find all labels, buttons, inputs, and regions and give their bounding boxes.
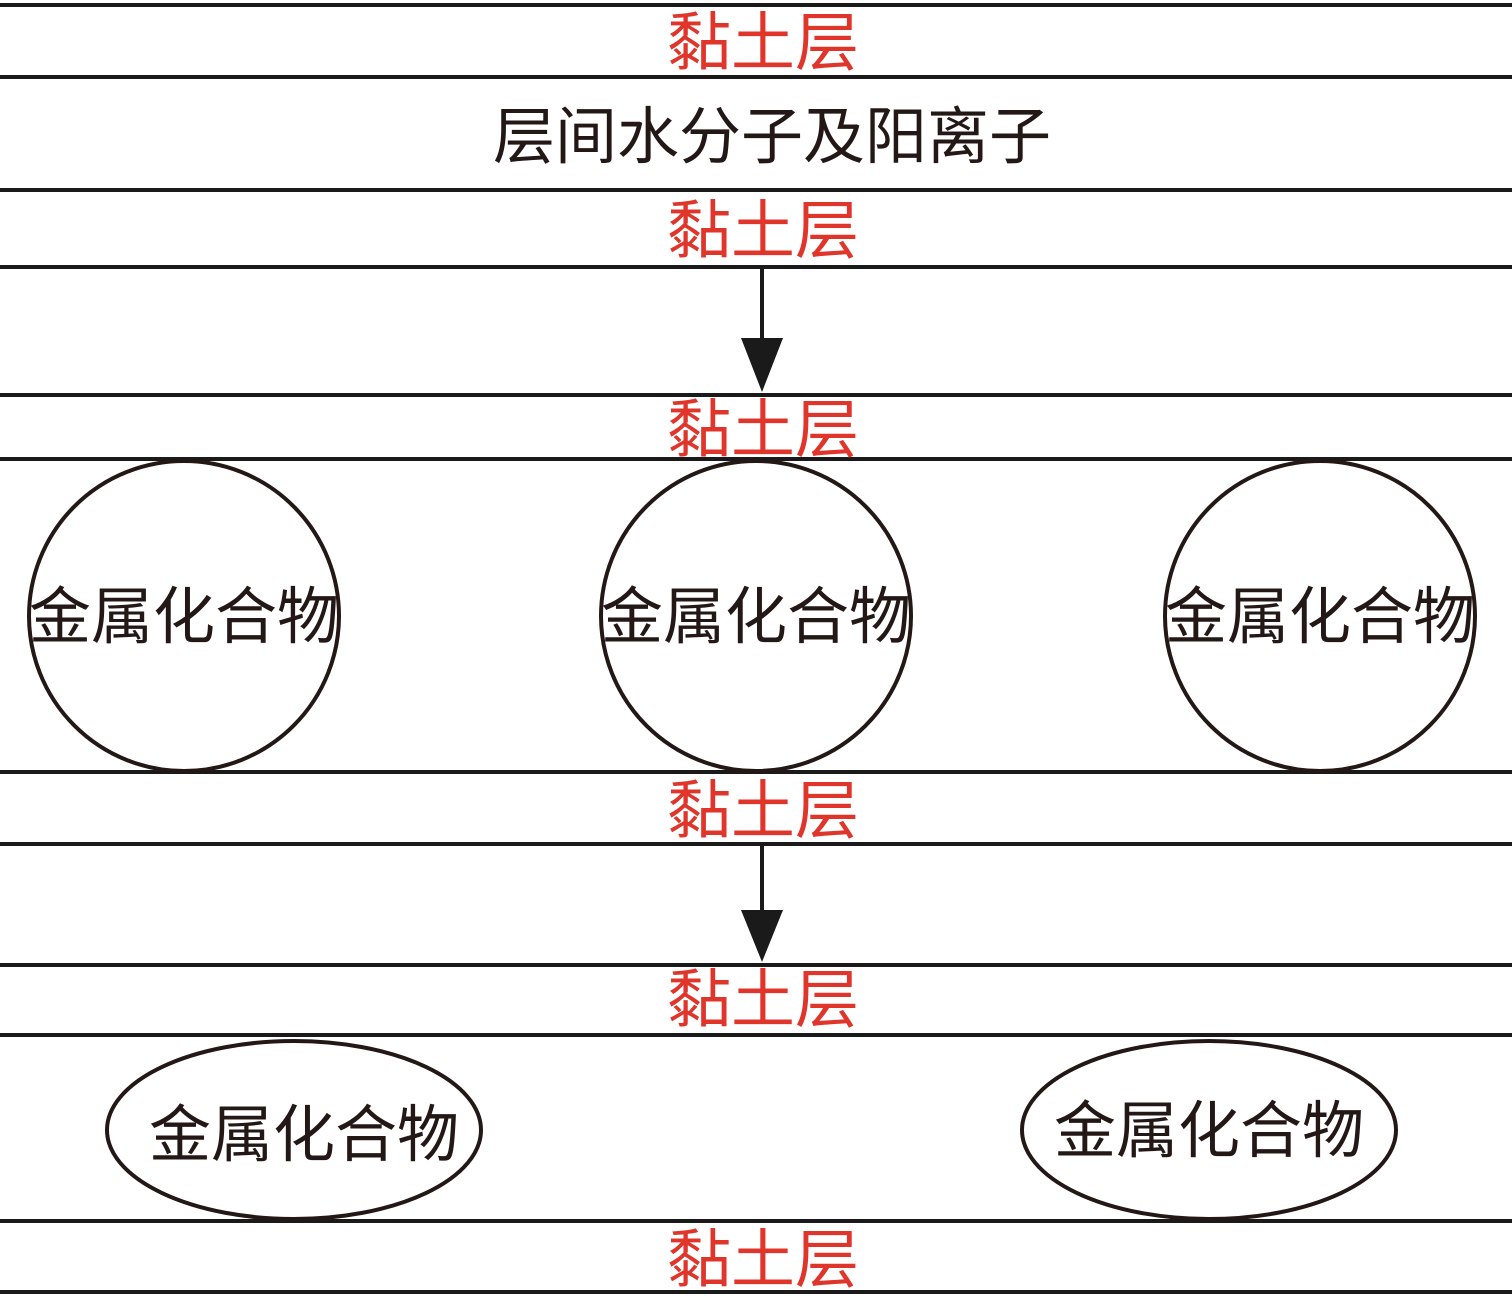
arrow-down-icon bbox=[741, 338, 783, 392]
metal-compound-circle bbox=[27, 459, 341, 773]
metal-compound-ellipse bbox=[1020, 1039, 1398, 1221]
arrow-down-icon bbox=[741, 910, 783, 962]
metal-compound-ellipse bbox=[105, 1039, 483, 1221]
metal-compound-label: 金属化合物 bbox=[149, 1098, 459, 1171]
interlayer-label: 层间水分子及阳离子 bbox=[493, 100, 1051, 173]
metal-compound-label: 金属化合物 bbox=[1165, 580, 1475, 653]
metal-compound-label: 金属化合物 bbox=[1054, 1094, 1364, 1167]
clay-layer-label: 黏土层 bbox=[667, 394, 859, 468]
clay-layer-label: 黏土层 bbox=[667, 775, 859, 849]
clay-layer-label: 黏土层 bbox=[667, 964, 859, 1038]
stage-1: 黏土层 层间水分子及阳离子 黏土层 bbox=[493, 7, 1051, 269]
stage-2: 黏土层 金属化合物 金属化合物 金属化合物 黏土层 bbox=[27, 394, 1477, 849]
metal-compound-label: 金属化合物 bbox=[601, 580, 911, 653]
clay-layer-label: 黏土层 bbox=[667, 1224, 859, 1298]
metal-compound-circle bbox=[599, 459, 913, 773]
metal-compound-circle bbox=[1163, 459, 1477, 773]
transition-arrow bbox=[741, 269, 783, 392]
clay-layer-label: 黏土层 bbox=[667, 195, 859, 269]
stage-3: 黏土层 金属化合物 金属化合物 黏土层 bbox=[105, 964, 1398, 1298]
transition-arrow bbox=[741, 846, 783, 962]
clay-layer-label: 黏土层 bbox=[667, 7, 859, 81]
metal-compound-label: 金属化合物 bbox=[29, 580, 339, 653]
